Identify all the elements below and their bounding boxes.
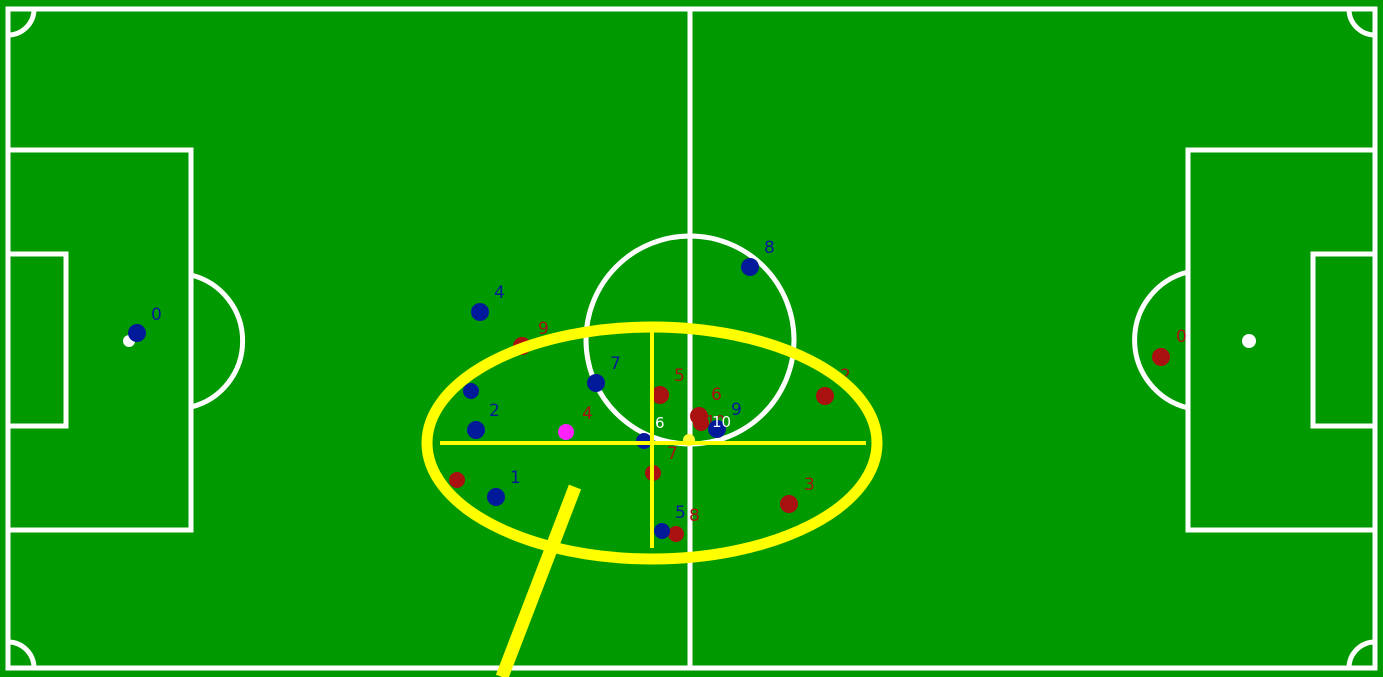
- left-player-label: 0: [151, 305, 162, 325]
- left-player-marker[interactable]: [741, 258, 759, 276]
- right-player-highlighted-marker[interactable]: [558, 424, 574, 440]
- left-player-label: 2: [489, 401, 500, 421]
- right-player-marker[interactable]: [816, 387, 834, 405]
- right-player-label: 3: [804, 475, 815, 495]
- right-player-marker[interactable]: [1152, 348, 1170, 366]
- right-player-label: 7: [667, 444, 678, 464]
- left-player-label: 7: [610, 354, 621, 374]
- left-player-marker[interactable]: [128, 324, 146, 342]
- left-player-marker[interactable]: [463, 383, 479, 399]
- right-player-label: 4: [582, 404, 593, 424]
- right-player-marker[interactable]: [668, 526, 684, 542]
- right-penalty-spot: [1242, 334, 1256, 348]
- left-player-label: 5: [675, 503, 686, 523]
- left-player-marker[interactable]: [487, 488, 505, 506]
- right-player-label: 5: [674, 366, 685, 386]
- right-player-marker[interactable]: [449, 472, 465, 488]
- right-player-label: 0: [1176, 327, 1187, 347]
- right-player-marker[interactable]: [780, 495, 798, 513]
- left-player-marker[interactable]: [471, 303, 489, 321]
- left-player-marker[interactable]: [654, 523, 670, 539]
- right-player-label: 6: [711, 385, 722, 405]
- left-player-label: 4: [494, 283, 505, 303]
- left-player-marker[interactable]: [587, 374, 605, 392]
- left-player-label: 6: [655, 414, 665, 432]
- left-player-label: 1: [510, 468, 521, 488]
- left-player-label: 10: [712, 413, 731, 431]
- left-player-label: 8: [764, 238, 775, 258]
- left-player-label: 9: [731, 400, 742, 420]
- left-player-marker[interactable]: [467, 421, 485, 439]
- right-player-label: 8: [689, 506, 700, 526]
